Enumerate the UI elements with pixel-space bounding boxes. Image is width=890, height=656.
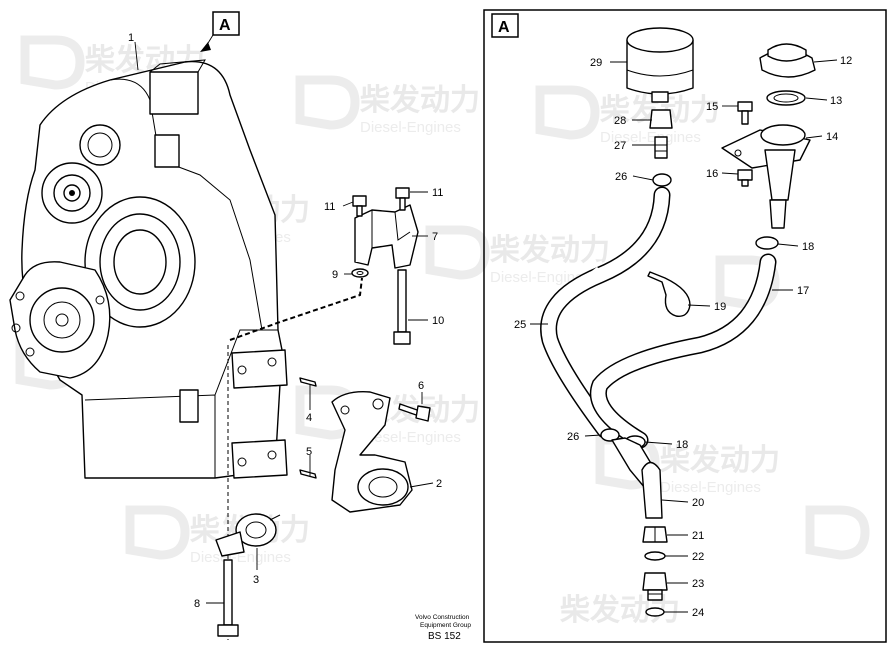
leader-lines xyxy=(134,41,838,613)
callout-1: 1 xyxy=(128,32,134,44)
callout-21: 21 xyxy=(692,530,704,542)
sealing-ring-13 xyxy=(766,90,806,106)
callout-4: 4 xyxy=(306,412,312,424)
callout-26-lower: 26 xyxy=(567,431,579,443)
callout-17: 17 xyxy=(797,285,809,297)
callout-7: 7 xyxy=(432,231,438,243)
callout-19: 19 xyxy=(714,301,726,313)
washer-9 xyxy=(351,268,369,278)
callout-18-lower: 18 xyxy=(676,439,688,451)
callout-22: 22 xyxy=(692,551,704,563)
callout-26-top: 26 xyxy=(615,171,627,183)
mounting-plate-upper xyxy=(231,349,288,389)
dowel-pin-upper xyxy=(299,377,317,387)
screw-16 xyxy=(737,169,753,187)
hose-25 xyxy=(540,186,671,439)
callout-28: 28 xyxy=(614,115,626,127)
section-marker-left: A xyxy=(219,17,231,34)
callout-15: 15 xyxy=(706,101,718,113)
callout-27: 27 xyxy=(614,140,626,152)
watermark-brand-text: 柴发动力 xyxy=(660,443,780,478)
callout-16: 16 xyxy=(706,168,718,180)
filler-tube-14 xyxy=(721,124,811,229)
screw-11-left xyxy=(352,195,367,217)
support-bracket xyxy=(331,391,413,513)
washer-22 xyxy=(644,551,666,561)
callout-8: 8 xyxy=(194,598,200,610)
callout-5: 5 xyxy=(306,446,312,458)
nut-21 xyxy=(642,526,668,543)
callout-23: 23 xyxy=(692,578,704,590)
watermark-brand-text: 柴发动力 xyxy=(360,83,480,118)
watermark-sub-text: Diesel-Engines xyxy=(360,119,461,136)
footer-company-line2: Equipment Group xyxy=(420,622,471,629)
footer-block: Volvo Construction Equipment Group BS 15… xyxy=(415,614,471,642)
hose-clamp-26-top xyxy=(652,173,672,187)
elbow-pipe-20 xyxy=(641,461,663,519)
footer-company-line1: Volvo Construction xyxy=(415,614,470,621)
clamp-bracket-7 xyxy=(354,204,419,269)
watermark-sub-text: Diesel-Engines xyxy=(490,269,591,286)
callout-12: 12 xyxy=(840,55,852,67)
watermark-sub-text: Diesel-Engines xyxy=(600,129,701,146)
watermark-sub-text: Diesel-Engines xyxy=(660,479,761,496)
nipple-28 xyxy=(649,109,673,129)
mounting-plate-lower xyxy=(231,439,288,479)
callout-20: 20 xyxy=(692,497,704,509)
watermark-sub-text: Diesel-Engines xyxy=(360,429,461,446)
callout-18-top: 18 xyxy=(802,241,814,253)
screw-15 xyxy=(737,101,753,125)
cable-tie-19 xyxy=(647,271,691,317)
dowel-pin-lower xyxy=(299,469,317,479)
hose-clamp-18-top xyxy=(755,236,779,250)
callout-6: 6 xyxy=(418,380,424,392)
callout-2: 2 xyxy=(436,478,442,490)
callout-14: 14 xyxy=(826,131,838,143)
washer-24 xyxy=(645,607,665,617)
nipple-27 xyxy=(654,136,668,159)
footer-drawing-code: BS 152 xyxy=(428,631,461,642)
watermark-sub-text: Diesel-Engines xyxy=(190,549,291,566)
transmission-housing xyxy=(9,59,363,640)
callout-3: 3 xyxy=(253,574,259,586)
breather-filter-29 xyxy=(626,27,694,103)
bolt-10 xyxy=(393,269,411,345)
callout-11-right: 11 xyxy=(432,187,443,199)
watermark-brand-text: 柴发动力 xyxy=(490,233,610,268)
callout-25: 25 xyxy=(514,319,526,331)
bolt-8 xyxy=(217,559,239,637)
callout-11-left: 11 xyxy=(324,201,335,213)
callout-10: 10 xyxy=(432,315,444,327)
callout-13: 13 xyxy=(830,95,842,107)
section-marker-right: A xyxy=(498,19,510,36)
callout-labels: 1 2 3 4 5 6 7 8 9 10 11 11 12 13 14 15 1… xyxy=(128,32,852,619)
rubber-mount xyxy=(215,513,281,557)
hose-17 xyxy=(590,253,777,449)
adapter-23 xyxy=(642,572,668,601)
bolt-6 xyxy=(398,403,431,422)
section-marker-right-box xyxy=(491,13,519,38)
section-marker-left-box xyxy=(212,11,240,36)
filler-cap-12 xyxy=(759,43,816,78)
callout-24: 24 xyxy=(692,607,704,619)
callout-29: 29 xyxy=(590,57,602,69)
detail-frame xyxy=(483,9,887,643)
screw-11-right xyxy=(395,187,410,211)
callout-9: 9 xyxy=(332,269,338,281)
arrow-head-icon xyxy=(200,42,211,52)
